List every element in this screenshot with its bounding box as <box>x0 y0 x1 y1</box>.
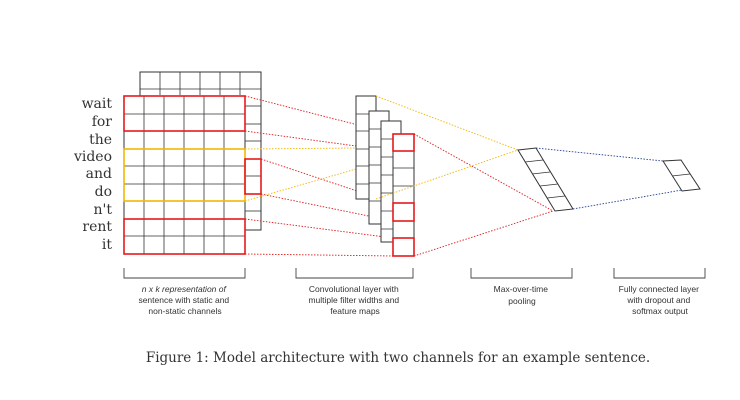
filter-windows <box>123 95 262 255</box>
fully-connected-output <box>662 159 701 192</box>
front-channel-grid <box>123 95 246 255</box>
word-0: wait <box>82 96 113 112</box>
stage-brackets <box>123 268 706 279</box>
word-8: it <box>102 237 112 253</box>
word-7: rent <box>82 219 112 235</box>
red-filter-window-bottom <box>123 218 246 255</box>
stage-label-input: n x k representation of sentence with st… <box>138 284 231 316</box>
feature-map-4 <box>392 133 415 257</box>
sentence-words: wait for the video and do n't rent it <box>73 96 112 253</box>
figure-caption: Figure 1: Model architecture with two ch… <box>146 350 650 366</box>
word-6: n't <box>94 202 113 218</box>
word-4: and <box>86 166 112 182</box>
stage-label-fully-connected: Fully connected layer with dropout and s… <box>619 284 702 316</box>
word-2: the <box>89 132 112 148</box>
word-1: for <box>92 114 113 130</box>
stage-label-pooling: Max-over-time pooling <box>494 284 551 306</box>
red-filter-window-top <box>123 95 246 132</box>
fc-connections <box>535 147 683 210</box>
word-3: video <box>73 149 112 165</box>
word-5: do <box>95 184 112 200</box>
red-back-channel-window <box>244 158 262 195</box>
pooling-vector <box>517 147 574 212</box>
stage-label-convolution: Convolutional layer with multiple filter… <box>308 284 401 316</box>
pooling-connections <box>375 95 554 257</box>
feature-maps <box>355 95 415 257</box>
